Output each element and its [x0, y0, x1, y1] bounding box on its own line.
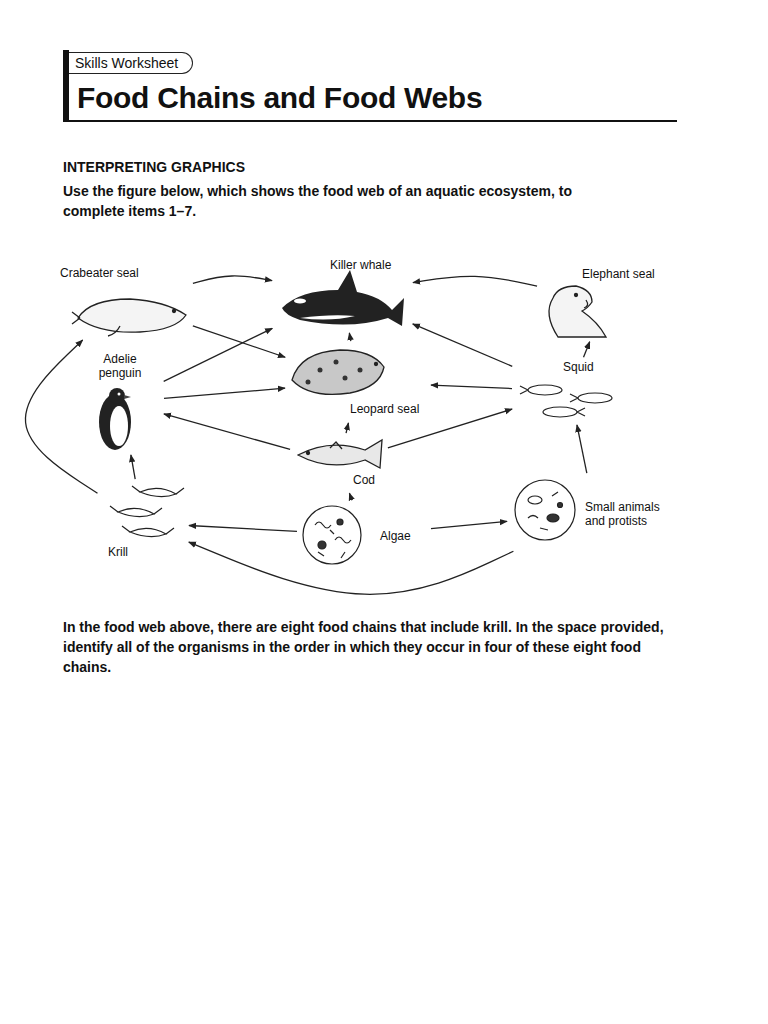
cod-picture [298, 440, 382, 468]
worksheet-tab: Skills Worksheet [69, 52, 193, 74]
algae-node: Algae [300, 503, 428, 567]
food-web-arrow [131, 455, 135, 479]
adelie-penguin-node: Adelie penguin [82, 352, 161, 452]
organism-label: Algae [380, 529, 411, 543]
small-animals-picture [515, 480, 575, 540]
organism-label: Crabeater seal [60, 266, 139, 280]
food-web-arrow [189, 542, 514, 594]
organism-label: Adelie penguin [82, 352, 158, 381]
crabeater-seal-node: Crabeater seal [55, 266, 190, 338]
organism-label: Leopard seal [350, 402, 419, 416]
elephant-seal-node: Elephant seal [540, 263, 672, 339]
food-web-arrow [346, 423, 348, 433]
section-heading: INTERPRETING GRAPHICS [63, 158, 683, 176]
food-web-arrow [164, 414, 290, 450]
food-web-arrow [584, 342, 590, 357]
organism-label: Krill [108, 545, 128, 559]
question-text-box: In the food web above, there are eight f… [63, 617, 688, 677]
organism-label: Killer whale [330, 258, 391, 272]
killer-whale-picture [282, 270, 404, 326]
algae-picture [303, 506, 361, 564]
organism-label: Elephant seal [582, 267, 655, 281]
section-heading-box: INTERPRETING GRAPHICS [63, 158, 683, 176]
instruction-text: Use the figure below, which shows the fo… [63, 181, 623, 221]
question-text: In the food web above, there are eight f… [63, 617, 688, 677]
crabeater-seal-picture [72, 299, 186, 336]
food-web-arrow [164, 328, 273, 381]
food-web-arrow [413, 276, 537, 286]
food-web-arrow [349, 493, 351, 500]
leopard-seal-node: Leopard seal [288, 344, 428, 420]
squid-picture [520, 385, 612, 417]
instruction-text-box: Use the figure below, which shows the fo… [63, 181, 623, 221]
food-web-arrow [25, 340, 97, 493]
food-web-arrow [189, 525, 297, 531]
small-animals-node: Small animals and protists [510, 476, 680, 550]
organism-label: Squid [563, 360, 594, 374]
food-web-arrow [349, 333, 350, 341]
organism-label: Cod [353, 473, 375, 487]
food-web-arrow [193, 276, 272, 283]
food-web-arrow [431, 521, 507, 528]
elephant-seal-picture [549, 286, 606, 337]
header-rule [63, 120, 677, 122]
squid-node: Squid [515, 360, 625, 422]
organism-label: Small animals and protists [585, 500, 677, 529]
food-web-arrow [164, 388, 285, 398]
killer-whale-node: Killer whale [275, 258, 410, 330]
food-web-arrow [431, 385, 512, 388]
food-web-arrow [577, 425, 587, 473]
leopard-seal-picture [292, 350, 384, 394]
food-web-arrow [193, 326, 285, 357]
krill-picture [110, 486, 184, 537]
krill-node: Krill [100, 482, 186, 564]
worksheet-title: Food Chains and Food Webs [77, 80, 482, 116]
worksheet-tab-box: Skills Worksheet [69, 52, 193, 74]
food-web-arrow [413, 324, 512, 366]
adelie-penguin-picture [99, 388, 131, 450]
cod-node: Cod [293, 436, 385, 490]
title-box: Food Chains and Food Webs [77, 80, 482, 116]
